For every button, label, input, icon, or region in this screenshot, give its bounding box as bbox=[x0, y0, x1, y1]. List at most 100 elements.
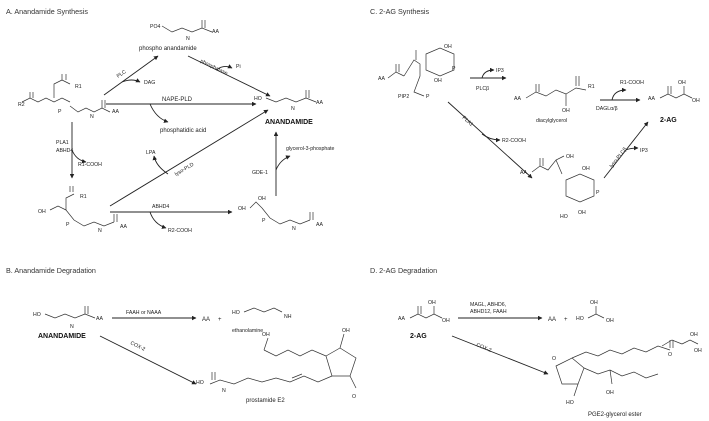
label-aa-b: AA bbox=[202, 317, 210, 323]
label-r1-cooh-c: R1-COOH bbox=[620, 80, 644, 86]
panel-c-title: C. 2-AG Synthesis bbox=[370, 7, 430, 16]
svg-text:OH: OH bbox=[582, 166, 590, 172]
label-g3p: glycerol-3-phosphate bbox=[286, 146, 335, 152]
label-prostamide-e2: prostamide E2 bbox=[246, 398, 285, 404]
svg-text:PO4: PO4 bbox=[150, 24, 160, 30]
label-phospho-anandamide: phospho anandamide bbox=[139, 46, 197, 52]
svg-text:AA: AA bbox=[514, 96, 521, 102]
label-phosphatase: phosphatase bbox=[199, 58, 228, 76]
svg-text:OH: OH bbox=[566, 154, 574, 160]
svg-text:OH: OH bbox=[578, 210, 586, 216]
label-ethanolamine: ethanolamine bbox=[232, 328, 263, 334]
nape-structure: R2 R1 P N AA bbox=[18, 74, 119, 120]
svg-text:OH: OH bbox=[258, 196, 266, 202]
label-pla1: PLA1 bbox=[56, 140, 69, 146]
label-diacylglycerol: diacylglycerol bbox=[536, 118, 567, 124]
2ag-structure-d: AA OH OH 2-AG bbox=[398, 300, 450, 340]
svg-text:N: N bbox=[222, 388, 226, 394]
svg-text:AA: AA bbox=[316, 100, 323, 106]
label-plcb: PLCβ bbox=[476, 86, 489, 92]
svg-text:AA: AA bbox=[120, 224, 127, 230]
arrow-phosphatase bbox=[187, 55, 271, 97]
svg-text:AA: AA bbox=[112, 109, 119, 115]
svg-text:OH: OH bbox=[590, 300, 598, 306]
svg-text:R1: R1 bbox=[80, 194, 87, 200]
svg-text:HO: HO bbox=[232, 310, 240, 316]
svg-text:AA: AA bbox=[96, 316, 103, 322]
arrow-pla1-c bbox=[447, 101, 533, 179]
two-ag-label-d: 2-AG bbox=[410, 333, 427, 340]
panel-d-2ag-degradation: D. 2-AG Degradation AA OH OH 2-AG MAGL, … bbox=[370, 266, 702, 418]
svg-text:P: P bbox=[66, 222, 70, 228]
svg-text:OH: OH bbox=[38, 209, 46, 215]
label-abhd4-left: ABHD4 bbox=[56, 148, 73, 154]
label-pi: Pi bbox=[236, 64, 241, 70]
anandamide-label-b: ANANDAMIDE bbox=[38, 333, 86, 340]
label-lyso-pld: lyso-PLD bbox=[174, 162, 195, 178]
label-plc: PLC bbox=[116, 69, 128, 80]
glycerol-structure: HO OH OH bbox=[576, 300, 614, 324]
arrow-plc bbox=[103, 55, 159, 96]
svg-text:N: N bbox=[70, 324, 74, 330]
svg-text:O: O bbox=[552, 356, 556, 362]
anandamide-structure-a: HO N AA ANANDAMIDE bbox=[254, 90, 323, 126]
panel-a-anandamide-synthesis: A. Anandamide Synthesis R2 R1 P N AA PO4… bbox=[6, 7, 335, 234]
panel-a-title: A. Anandamide Synthesis bbox=[6, 7, 88, 16]
2ag-structure-c: AA OH OH 2-AG bbox=[648, 80, 700, 124]
phospho-anandamide-structure: PO4 N AA phospho anandamide bbox=[139, 20, 219, 52]
arrow-phosphatidic-acid bbox=[149, 103, 169, 123]
svg-text:OH: OH bbox=[238, 206, 246, 212]
panel-d-title: D. 2-AG Degradation bbox=[370, 266, 437, 275]
svg-text:OH: OH bbox=[444, 44, 452, 50]
label-nape-pld: NAPE-PLD bbox=[162, 97, 193, 103]
arrow-lyso-pld bbox=[109, 109, 269, 207]
label-cox2-d: COX-2 bbox=[475, 342, 492, 354]
svg-text:HO: HO bbox=[196, 380, 204, 386]
svg-text:P: P bbox=[452, 66, 456, 72]
svg-text:R2: R2 bbox=[18, 102, 25, 108]
label-pge2: PGE2-glycerol ester bbox=[588, 412, 642, 418]
svg-text:OH: OH bbox=[262, 332, 270, 338]
arrow-r2-cooh bbox=[149, 211, 167, 229]
svg-text:OH: OH bbox=[442, 318, 450, 324]
svg-text:OH: OH bbox=[606, 390, 614, 396]
anandamide-label-a: ANANDAMIDE bbox=[265, 119, 313, 126]
label-plus-d: + bbox=[564, 317, 568, 323]
svg-text:P: P bbox=[596, 190, 600, 196]
arrow-pi bbox=[215, 64, 233, 71]
arrow-cox2-d bbox=[451, 335, 549, 375]
svg-text:P: P bbox=[262, 218, 266, 224]
label-pip2: PIP2 bbox=[398, 94, 409, 100]
label-abhd4-bottom: ABHD4 bbox=[152, 204, 169, 210]
svg-text:HO: HO bbox=[33, 312, 41, 318]
svg-text:AA: AA bbox=[378, 76, 385, 82]
label-r2-cooh-c: R2-COOH bbox=[502, 138, 526, 144]
lyso-nape-structure: OH R1 P N AA bbox=[38, 186, 127, 234]
svg-text:OH: OH bbox=[690, 332, 698, 338]
arrow-g3p bbox=[275, 155, 291, 171]
svg-text:N: N bbox=[90, 114, 94, 120]
svg-text:N: N bbox=[292, 226, 296, 232]
panel-b-anandamide-degradation: B. Anandamide Degradation HO N AA ANANDA… bbox=[6, 266, 357, 404]
label-aa-d: AA bbox=[548, 317, 556, 323]
svg-text:HO: HO bbox=[254, 96, 262, 102]
label-ip3-bottom: IP3 bbox=[640, 148, 648, 154]
diacylglycerol-structure: AA OH R1 diacylglycerol bbox=[514, 76, 595, 124]
arrow-dag bbox=[121, 78, 141, 83]
ethanolamine-structure: HO NH ethanolamine bbox=[232, 307, 292, 334]
label-r1-cooh: R1-COOH bbox=[78, 162, 102, 168]
label-lpa: LPA bbox=[146, 150, 156, 156]
svg-text:OH: OH bbox=[694, 348, 702, 354]
label-ip3-top: IP3 bbox=[496, 68, 504, 74]
prostamide-e2-structure: OH OH HO N O prostamide E2 bbox=[196, 328, 357, 404]
svg-text:OH: OH bbox=[678, 80, 686, 86]
svg-text:AA: AA bbox=[648, 96, 655, 102]
svg-text:O: O bbox=[668, 352, 672, 358]
svg-text:OH: OH bbox=[692, 98, 700, 104]
two-ag-label-c: 2-AG bbox=[660, 117, 677, 124]
pip2-structure: AA P P OH OH PIP2 bbox=[378, 44, 456, 100]
svg-text:OH: OH bbox=[606, 318, 614, 324]
svg-text:R1: R1 bbox=[75, 84, 82, 90]
